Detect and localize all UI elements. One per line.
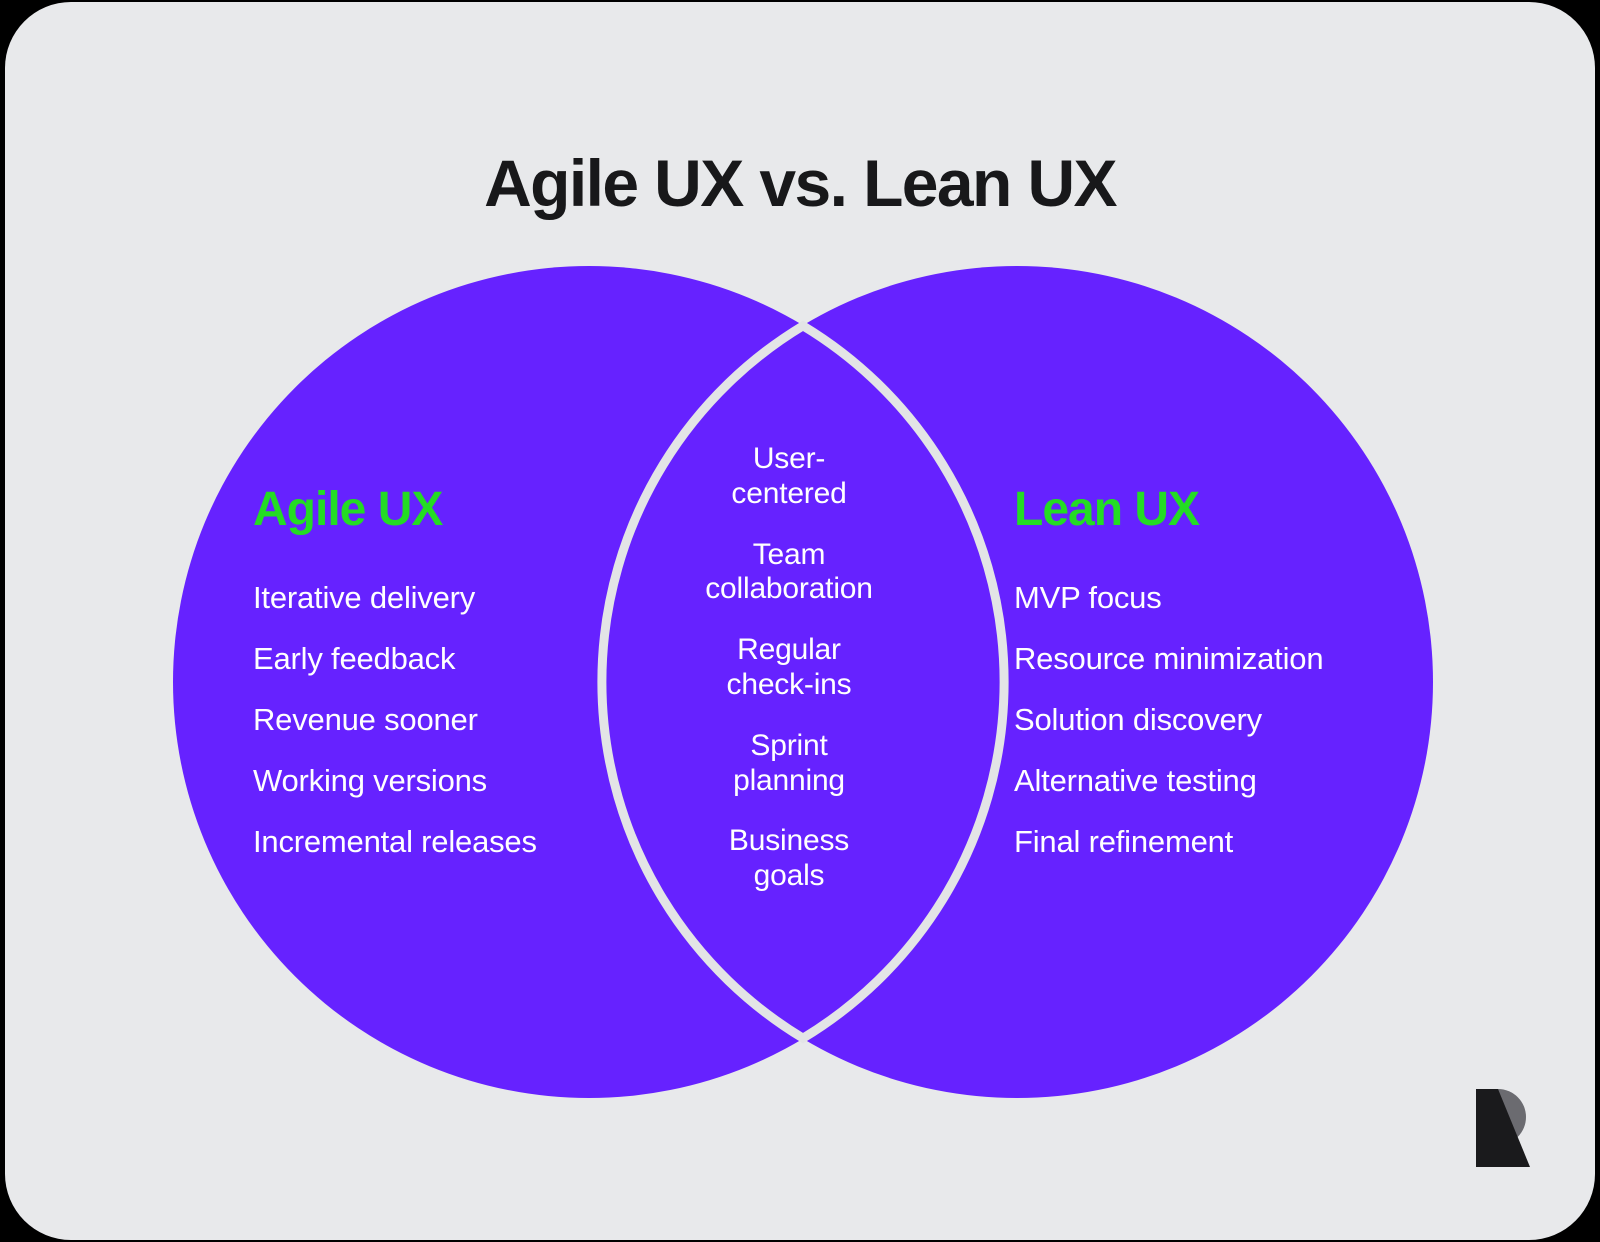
list-item: User-centered — [731, 442, 847, 510]
agile-ux-group: Agile UX Iterative delivery Early feedba… — [253, 484, 643, 857]
brand-logo — [1468, 1089, 1534, 1167]
logo-stem — [1476, 1089, 1530, 1167]
list-item: Revenue sooner — [253, 701, 478, 737]
list-item: Working versions — [253, 762, 487, 798]
list-item: Final refinement — [1014, 823, 1234, 859]
list-item: MVP focus — [1014, 579, 1162, 615]
content-card: Agile UX vs. Lean UX Agile UX Iterative … — [5, 2, 1595, 1240]
venn-diagram — [5, 2, 1595, 1240]
list-item: Iterative delivery — [253, 579, 476, 615]
list-item: Resource minimization — [1014, 640, 1324, 676]
venn-circle-right — [601, 266, 1433, 1098]
list-item: Incremental releases — [253, 823, 537, 859]
lean-ux-group: Lean UX MVP focus Resource minimization … — [1014, 484, 1434, 857]
list-item: Solution discovery — [1014, 701, 1262, 737]
r-logo-icon — [1476, 1089, 1530, 1167]
agile-ux-list: Iterative delivery Early feedback Revenu… — [253, 582, 643, 857]
lean-ux-list: MVP focus Resource minimization Solution… — [1014, 582, 1434, 857]
venn-shapes — [173, 266, 1433, 1098]
list-item: Early feedback — [253, 640, 456, 676]
list-item: Alternative testing — [1014, 762, 1257, 798]
page-title: Agile UX vs. Lean UX — [484, 146, 1117, 221]
venn-lens-outline — [597, 320, 1009, 1044]
lean-ux-heading: Lean UX — [1014, 483, 1200, 536]
agile-ux-heading: Agile UX — [253, 483, 443, 536]
